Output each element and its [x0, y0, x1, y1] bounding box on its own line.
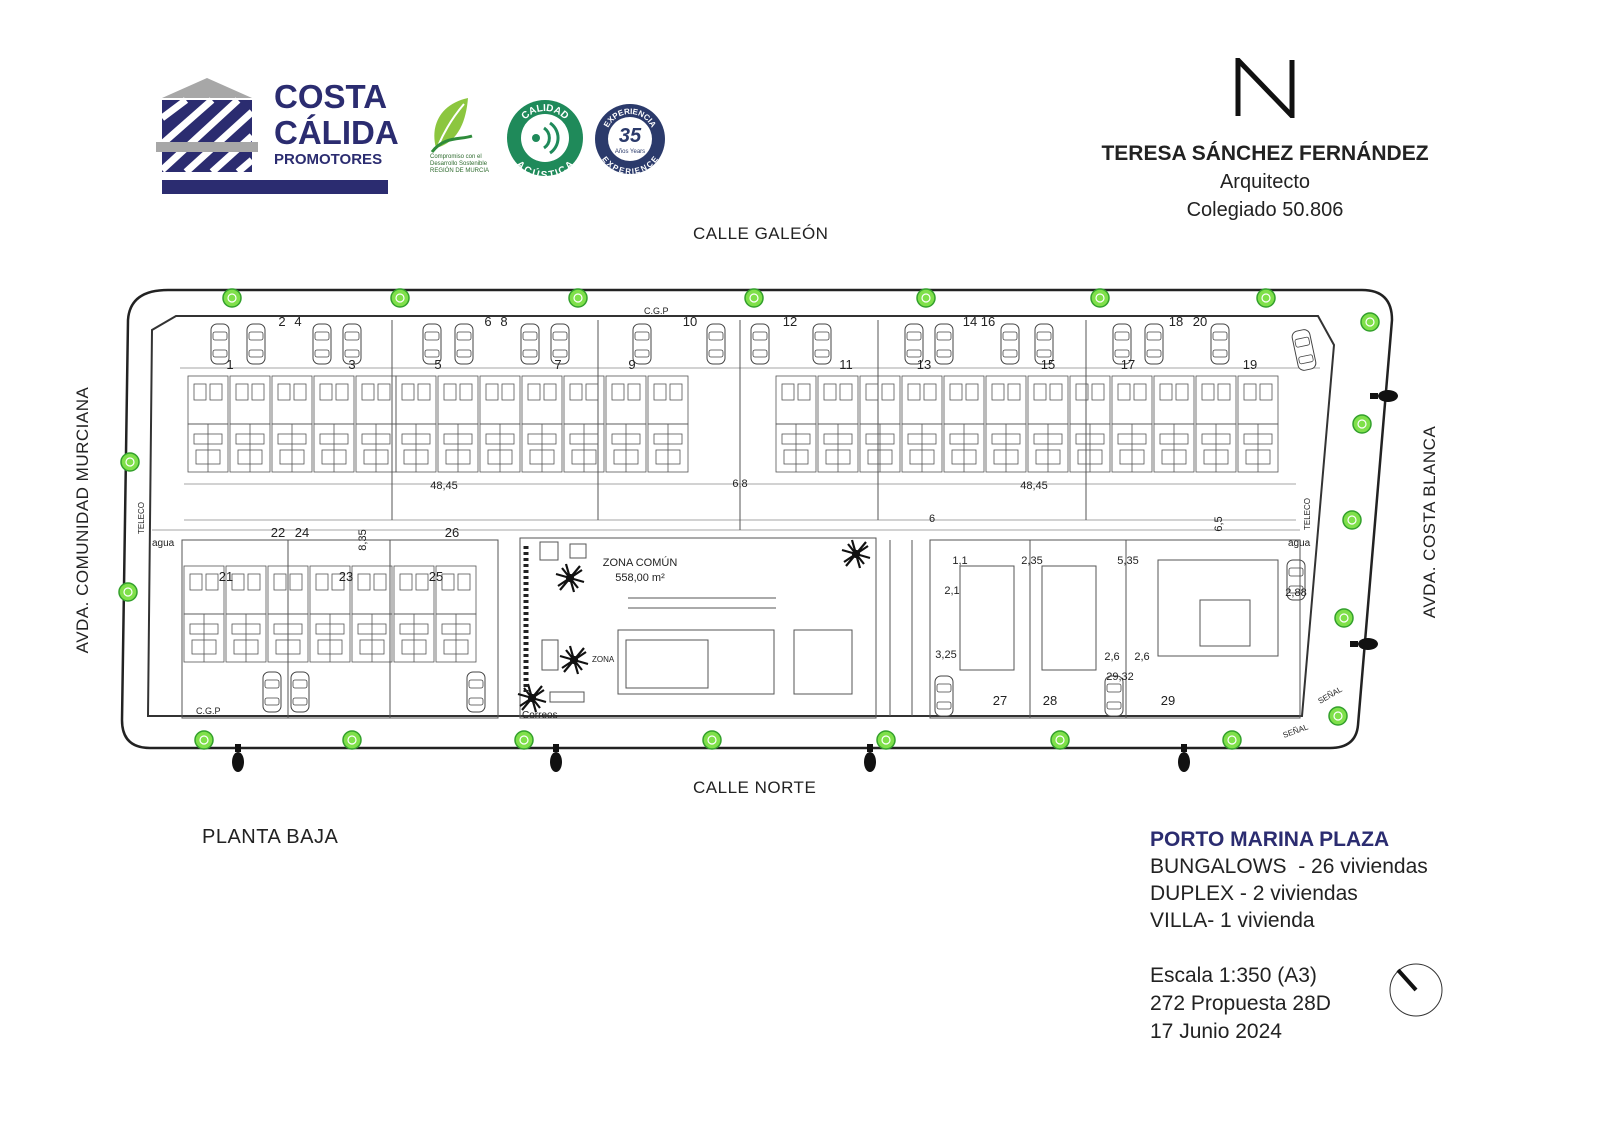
dimension-label: 3,25: [935, 649, 956, 661]
dimension-label: 5,35: [1117, 555, 1138, 567]
street-label-south: CALLE NORTE: [693, 778, 817, 797]
signal-label: SEÑAL: [1282, 722, 1310, 740]
cars-north: [210, 323, 1318, 372]
cgp-label-bottom: C.G.P: [196, 706, 221, 716]
building-boundary: [146, 315, 1336, 717]
project-scale: Escala 1:350 (A3): [1150, 964, 1317, 987]
telecom-label-right: TELECO: [1303, 498, 1312, 530]
street-lamps: [232, 390, 1398, 772]
architect-role: Arquitecto: [1219, 171, 1311, 193]
unit-number: 29: [1161, 693, 1175, 708]
unit-number: 19: [1243, 357, 1257, 372]
unit-number: 21: [219, 569, 233, 584]
sustainability-badge: Compromiso con el Desarrollo Sostenible …: [430, 96, 502, 180]
project-line-villa: VILLA- 1 vivienda: [1150, 909, 1315, 932]
cgp-label-top: C.G.P: [644, 306, 669, 316]
dimension-label: 8,35: [357, 529, 369, 550]
unit-number: 27: [993, 693, 1007, 708]
unit-number: 23: [339, 569, 353, 584]
street-label-north: CALLE GALEÓN: [693, 224, 829, 243]
dimension-label: 2,6: [1104, 651, 1119, 663]
unit-number: 26: [445, 525, 459, 540]
unit-number: 25: [429, 569, 443, 584]
sound-waves-icon: [532, 121, 560, 155]
unit-number: 4: [294, 314, 301, 329]
unit-number: 6: [484, 314, 491, 329]
unit-number: 9: [628, 357, 635, 372]
unit-number: 11: [839, 357, 853, 372]
unit-number: 7: [554, 357, 561, 372]
dimension-label: 6: [929, 513, 935, 525]
unit-number: 10: [683, 314, 697, 329]
experience-subtext: Años Years: [615, 149, 645, 155]
sustainability-text: Compromiso con el Desarrollo Sostenible …: [430, 154, 490, 174]
units-row-north: [187, 375, 1279, 473]
dimension-label: 48,45: [430, 480, 458, 492]
dimension-label: 2,1: [944, 585, 959, 597]
unit-number: 1: [226, 357, 233, 372]
developer-name-line1: COSTA: [274, 78, 388, 115]
svg-text:CALIDAD: CALIDAD: [520, 103, 571, 122]
dimension-label: 1,1: [952, 555, 967, 567]
leaf-icon: [430, 98, 473, 153]
unit-number: 17: [1121, 357, 1135, 372]
unit-number: 24: [295, 525, 309, 540]
unit-number: 12: [783, 314, 797, 329]
plot-boundary: [120, 288, 1394, 750]
unit-number: 8: [500, 314, 507, 329]
project-proposal: 272 Propuesta 28D: [1150, 992, 1331, 1015]
experience-number: 35: [619, 125, 642, 147]
unit-number: 5: [434, 357, 441, 372]
dimension-label: 2,88: [1285, 587, 1306, 599]
water-label-right: agua: [1288, 538, 1311, 549]
cars-south: [262, 559, 1306, 717]
unit-number: 3: [348, 357, 355, 372]
acoustic-quality-badge: CALIDAD ACÚSTICA: [507, 100, 583, 178]
developer-name-line2: CÁLIDA: [274, 114, 399, 151]
dimension-label: 29,32: [1106, 671, 1134, 683]
unit-number: 22: [271, 525, 285, 540]
dimension-label: 6,8: [732, 478, 747, 490]
duplex-villa-block: [929, 539, 1301, 719]
unit-number: 16: [981, 314, 995, 329]
telecom-label-left: TELECO: [137, 502, 146, 534]
floor-label: PLANTA BAJA: [202, 826, 339, 848]
unit-number: 18: [1169, 314, 1183, 329]
dimension-label: 2,6: [1134, 651, 1149, 663]
unit-number: 20: [1193, 314, 1207, 329]
unit-number: 14: [963, 314, 977, 329]
developer-logo-bar: [162, 180, 388, 194]
developer-name-line3: PROMOTORES: [274, 151, 383, 168]
project-date: 17 Junio 2024: [1150, 1020, 1282, 1043]
project-line-duplex: DUPLEX - 2 viviendas: [1150, 882, 1358, 905]
developer-logo: COSTA CÁLIDA PROMOTORES: [156, 78, 399, 196]
unit-number: 28: [1043, 693, 1057, 708]
project-name: PORTO MARINA PLAZA: [1150, 828, 1390, 851]
architect-name: TERESA SÁNCHEZ FERNÁNDEZ: [1101, 142, 1429, 165]
unit-number: 15: [1041, 357, 1055, 372]
parking-strip-north: [152, 367, 1320, 531]
common-zone-label: ZONA COMÚN: [603, 556, 678, 569]
architect-monogram-icon: [1235, 58, 1295, 118]
common-zone-area: 558,00 m²: [615, 572, 665, 584]
architect-license: Colegiado 50.806: [1186, 199, 1344, 221]
palm-trees: [516, 538, 872, 714]
water-label-left: agua: [152, 538, 175, 549]
signal-label: SEÑAL: [1317, 685, 1345, 706]
pool-zone-label: ZONA: [592, 655, 615, 664]
unit-number: 2: [278, 314, 285, 329]
project-line-bungalows: BUNGALOWS - 26 viviendas: [1150, 855, 1428, 878]
dimension-label: 48,45: [1020, 480, 1048, 492]
dimension-label: 6,5: [1213, 516, 1225, 531]
unit-number: 13: [917, 357, 931, 372]
common-zone: [519, 537, 913, 719]
experience-badge: EXPERIENCIA EXPERIENCE 35 Años Years: [595, 104, 665, 176]
mail-label: Correos: [522, 710, 558, 721]
dimension-label: 2,35: [1021, 555, 1042, 567]
north-arrow-icon: [1389, 963, 1443, 1017]
acoustic-top-text: CALIDAD: [520, 103, 571, 122]
